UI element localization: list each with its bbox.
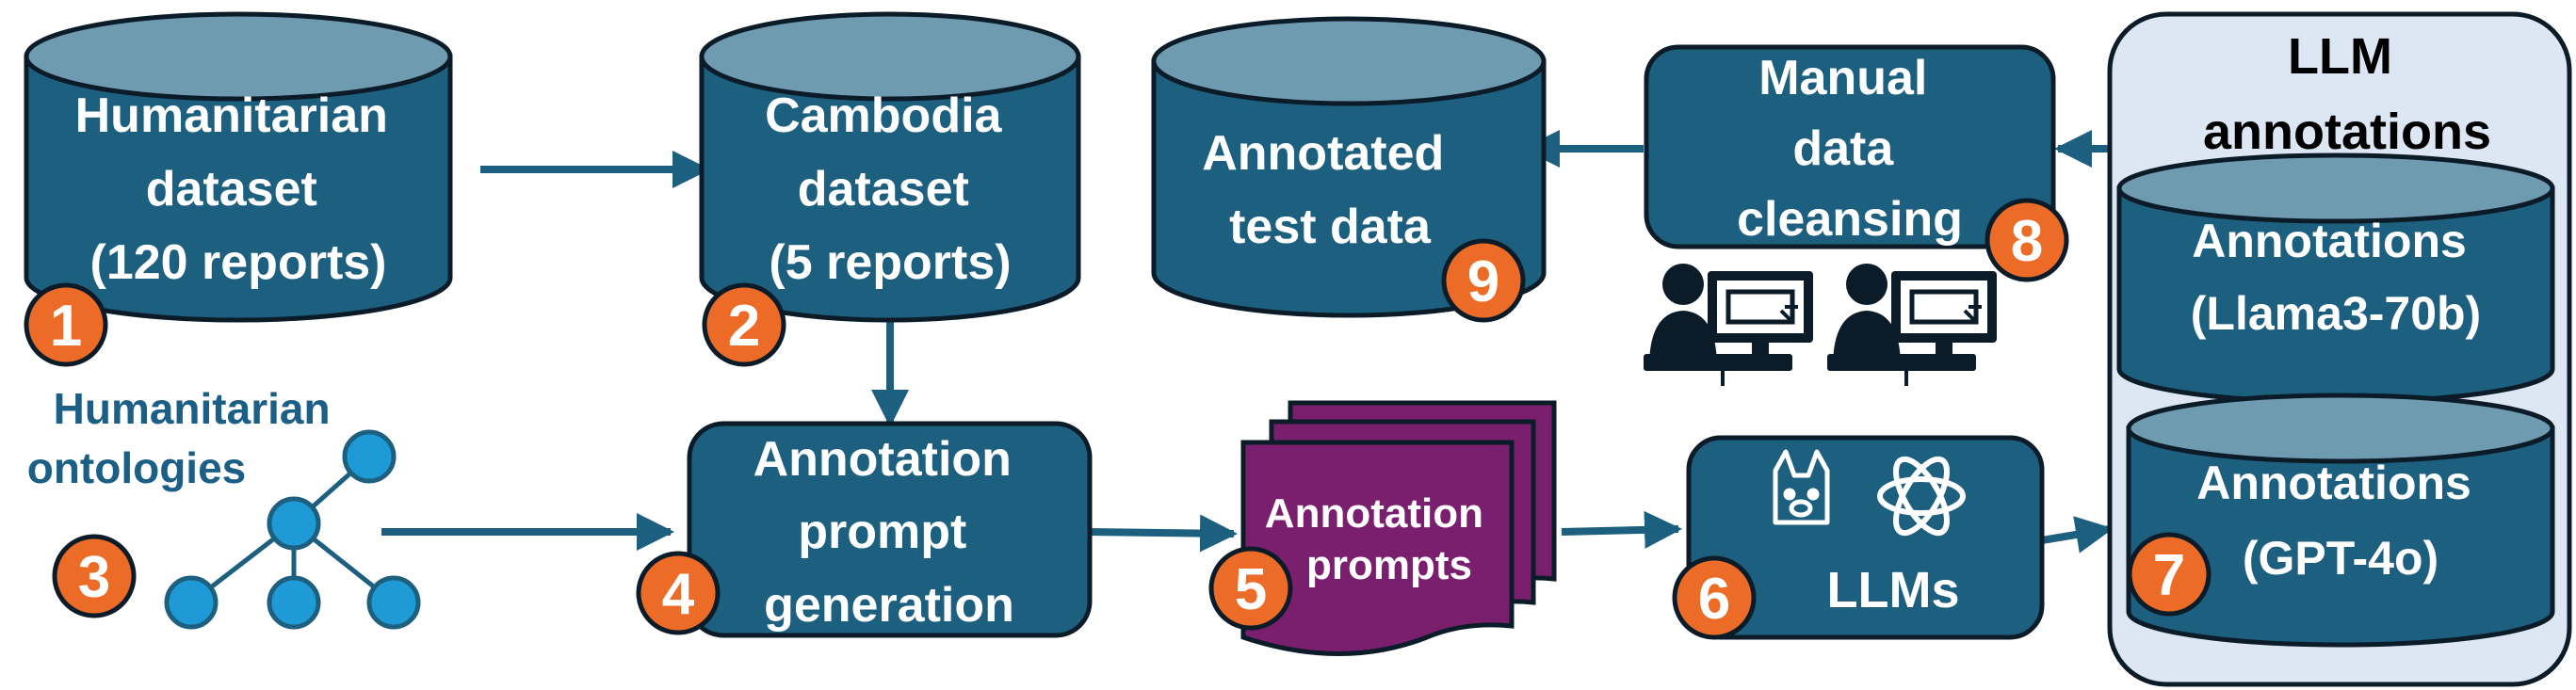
svg-text:7: 7 xyxy=(2153,543,2185,608)
svg-text:5: 5 xyxy=(1235,557,1267,622)
step-badge-8: 8 xyxy=(1985,198,2069,282)
manual-data-cleansing-label-line2: data xyxy=(1792,121,1894,176)
step-badge-9: 9 xyxy=(1441,238,1526,323)
svg-text:LLM annotations: LLM annotations xyxy=(2203,28,2491,160)
ontologies-label-line2: ontologies xyxy=(27,443,247,492)
cambodia-dataset-cylinder: Cambodia dataset (5 reports) xyxy=(699,11,1081,323)
arrow-prompts-to-llms xyxy=(1561,510,1682,549)
llama-annotations-cylinder: Annotations (Llama3-70b) xyxy=(2116,152,2555,405)
gpt-annotations-cylinder: Annotations (GPT-4o) xyxy=(2126,393,2555,648)
svg-text:9: 9 xyxy=(1467,249,1499,314)
step-badge-3: 3 xyxy=(52,534,137,618)
annotated-test-data-cylinder: Annotated test data xyxy=(1151,16,1547,318)
annotated-test-data-label-line1: Annotated xyxy=(1202,126,1444,181)
svg-text:Manual data cleans: Manual data cleansing xyxy=(1737,51,1963,247)
arrow-llms-to-annotations xyxy=(2035,516,2114,554)
humanitarian-dataset-cylinder: Humanitarian dataset (120 reports) xyxy=(24,11,453,323)
svg-text:Humanitarian ontologies: Humanitarian ontologies xyxy=(27,384,343,492)
step-badge-5: 5 xyxy=(1208,546,1293,631)
annotation-prompt-generation-box: Annotation prompt generation xyxy=(687,421,1093,638)
svg-text:2: 2 xyxy=(728,294,760,359)
prompt-generation-label-line2: prompt xyxy=(798,505,966,559)
computer-user-icon xyxy=(1827,264,1997,386)
svg-text:8: 8 xyxy=(2011,209,2043,274)
svg-text:Annotation prompt: Annotation prompt generation xyxy=(753,432,1026,633)
annotated-test-data-label-line2: test data xyxy=(1229,200,1432,254)
prompt-generation-label-line1: Annotation xyxy=(753,432,1012,487)
step-badge-4: 4 xyxy=(636,551,721,635)
llama-logo-icon xyxy=(1773,449,1830,525)
step-badge-2: 2 xyxy=(702,282,786,367)
annotation-prompts-label-line1: Annotation xyxy=(1265,490,1483,537)
svg-text:3: 3 xyxy=(78,545,110,610)
svg-text:Cambodia dataset (: Cambodia dataset (5 reports) xyxy=(765,88,1015,290)
llm-annotations-panel: LLM annotations Annotations (Llama3-70b)… xyxy=(2107,11,2572,687)
cambodia-dataset-label-line2: dataset xyxy=(798,162,969,217)
svg-text:Annotations (Llama3-70: Annotations (Llama3-70b) xyxy=(2191,215,2481,340)
manual-data-cleansing-box: Manual data cleansing xyxy=(1644,44,2056,249)
llm-annotations-title-line2: annotations xyxy=(2203,104,2491,160)
step-badge-7: 7 xyxy=(2127,532,2211,617)
svg-text:4: 4 xyxy=(662,562,695,627)
llms-box: LLMs xyxy=(1686,435,2045,640)
humanitarian-dataset-label-line2: dataset xyxy=(146,162,317,217)
openai-logo-icon xyxy=(1877,456,1966,537)
llama-annotations-label-line1: Annotations xyxy=(2192,215,2467,267)
manual-data-cleansing-label-line3: cleansing xyxy=(1737,192,1963,247)
humanitarian-dataset-label-line3: (120 reports) xyxy=(90,235,387,290)
cambodia-dataset-label-line1: Cambodia xyxy=(765,88,1002,143)
computer-user-icon xyxy=(1644,264,1813,386)
llms-label: LLMs xyxy=(1827,562,1960,618)
ontology-tree-icon xyxy=(164,429,421,630)
gpt-annotations-label-line2: (GPT-4o) xyxy=(2243,532,2438,585)
humanitarian-dataset-label-line1: Humanitarian xyxy=(75,88,388,143)
prompt-generation-label-line3: generation xyxy=(764,578,1014,633)
humanitarian-ontologies: Humanitarian ontologies xyxy=(27,384,421,630)
annotation-prompts-label-line2: prompts xyxy=(1306,542,1472,588)
gpt-annotations-label-line1: Annotations xyxy=(2196,457,2471,509)
svg-text:Annotated test data: Annotated test data xyxy=(1202,126,1458,254)
svg-text:1: 1 xyxy=(50,294,82,359)
llama-annotations-label-line2: (Llama3-70b) xyxy=(2191,287,2481,340)
step-badge-1: 1 xyxy=(24,282,108,367)
connector-arrows xyxy=(381,130,2114,554)
step-badge-6: 6 xyxy=(1672,555,1757,640)
svg-text:6: 6 xyxy=(1698,567,1730,632)
cambodia-dataset-label-line3: (5 reports) xyxy=(769,235,1011,290)
svg-text:Annotations (GPT-4o): Annotations (GPT-4o) xyxy=(2196,457,2485,585)
annotation-prompts-documents: Annotation prompts xyxy=(1240,400,1557,656)
ontologies-label-line1: Humanitarian xyxy=(54,384,331,433)
manual-data-cleansing-label-line1: Manual xyxy=(1758,51,1927,105)
llm-annotations-title-line1: LLM xyxy=(2288,28,2392,85)
arrow-prompt-gen-to-prompts xyxy=(1087,514,1238,553)
svg-text:Humanitarian dataset: Humanitarian dataset (120 reports) xyxy=(75,88,402,290)
svg-text:Annotation prompts: Annotation prompts xyxy=(1265,490,1495,588)
